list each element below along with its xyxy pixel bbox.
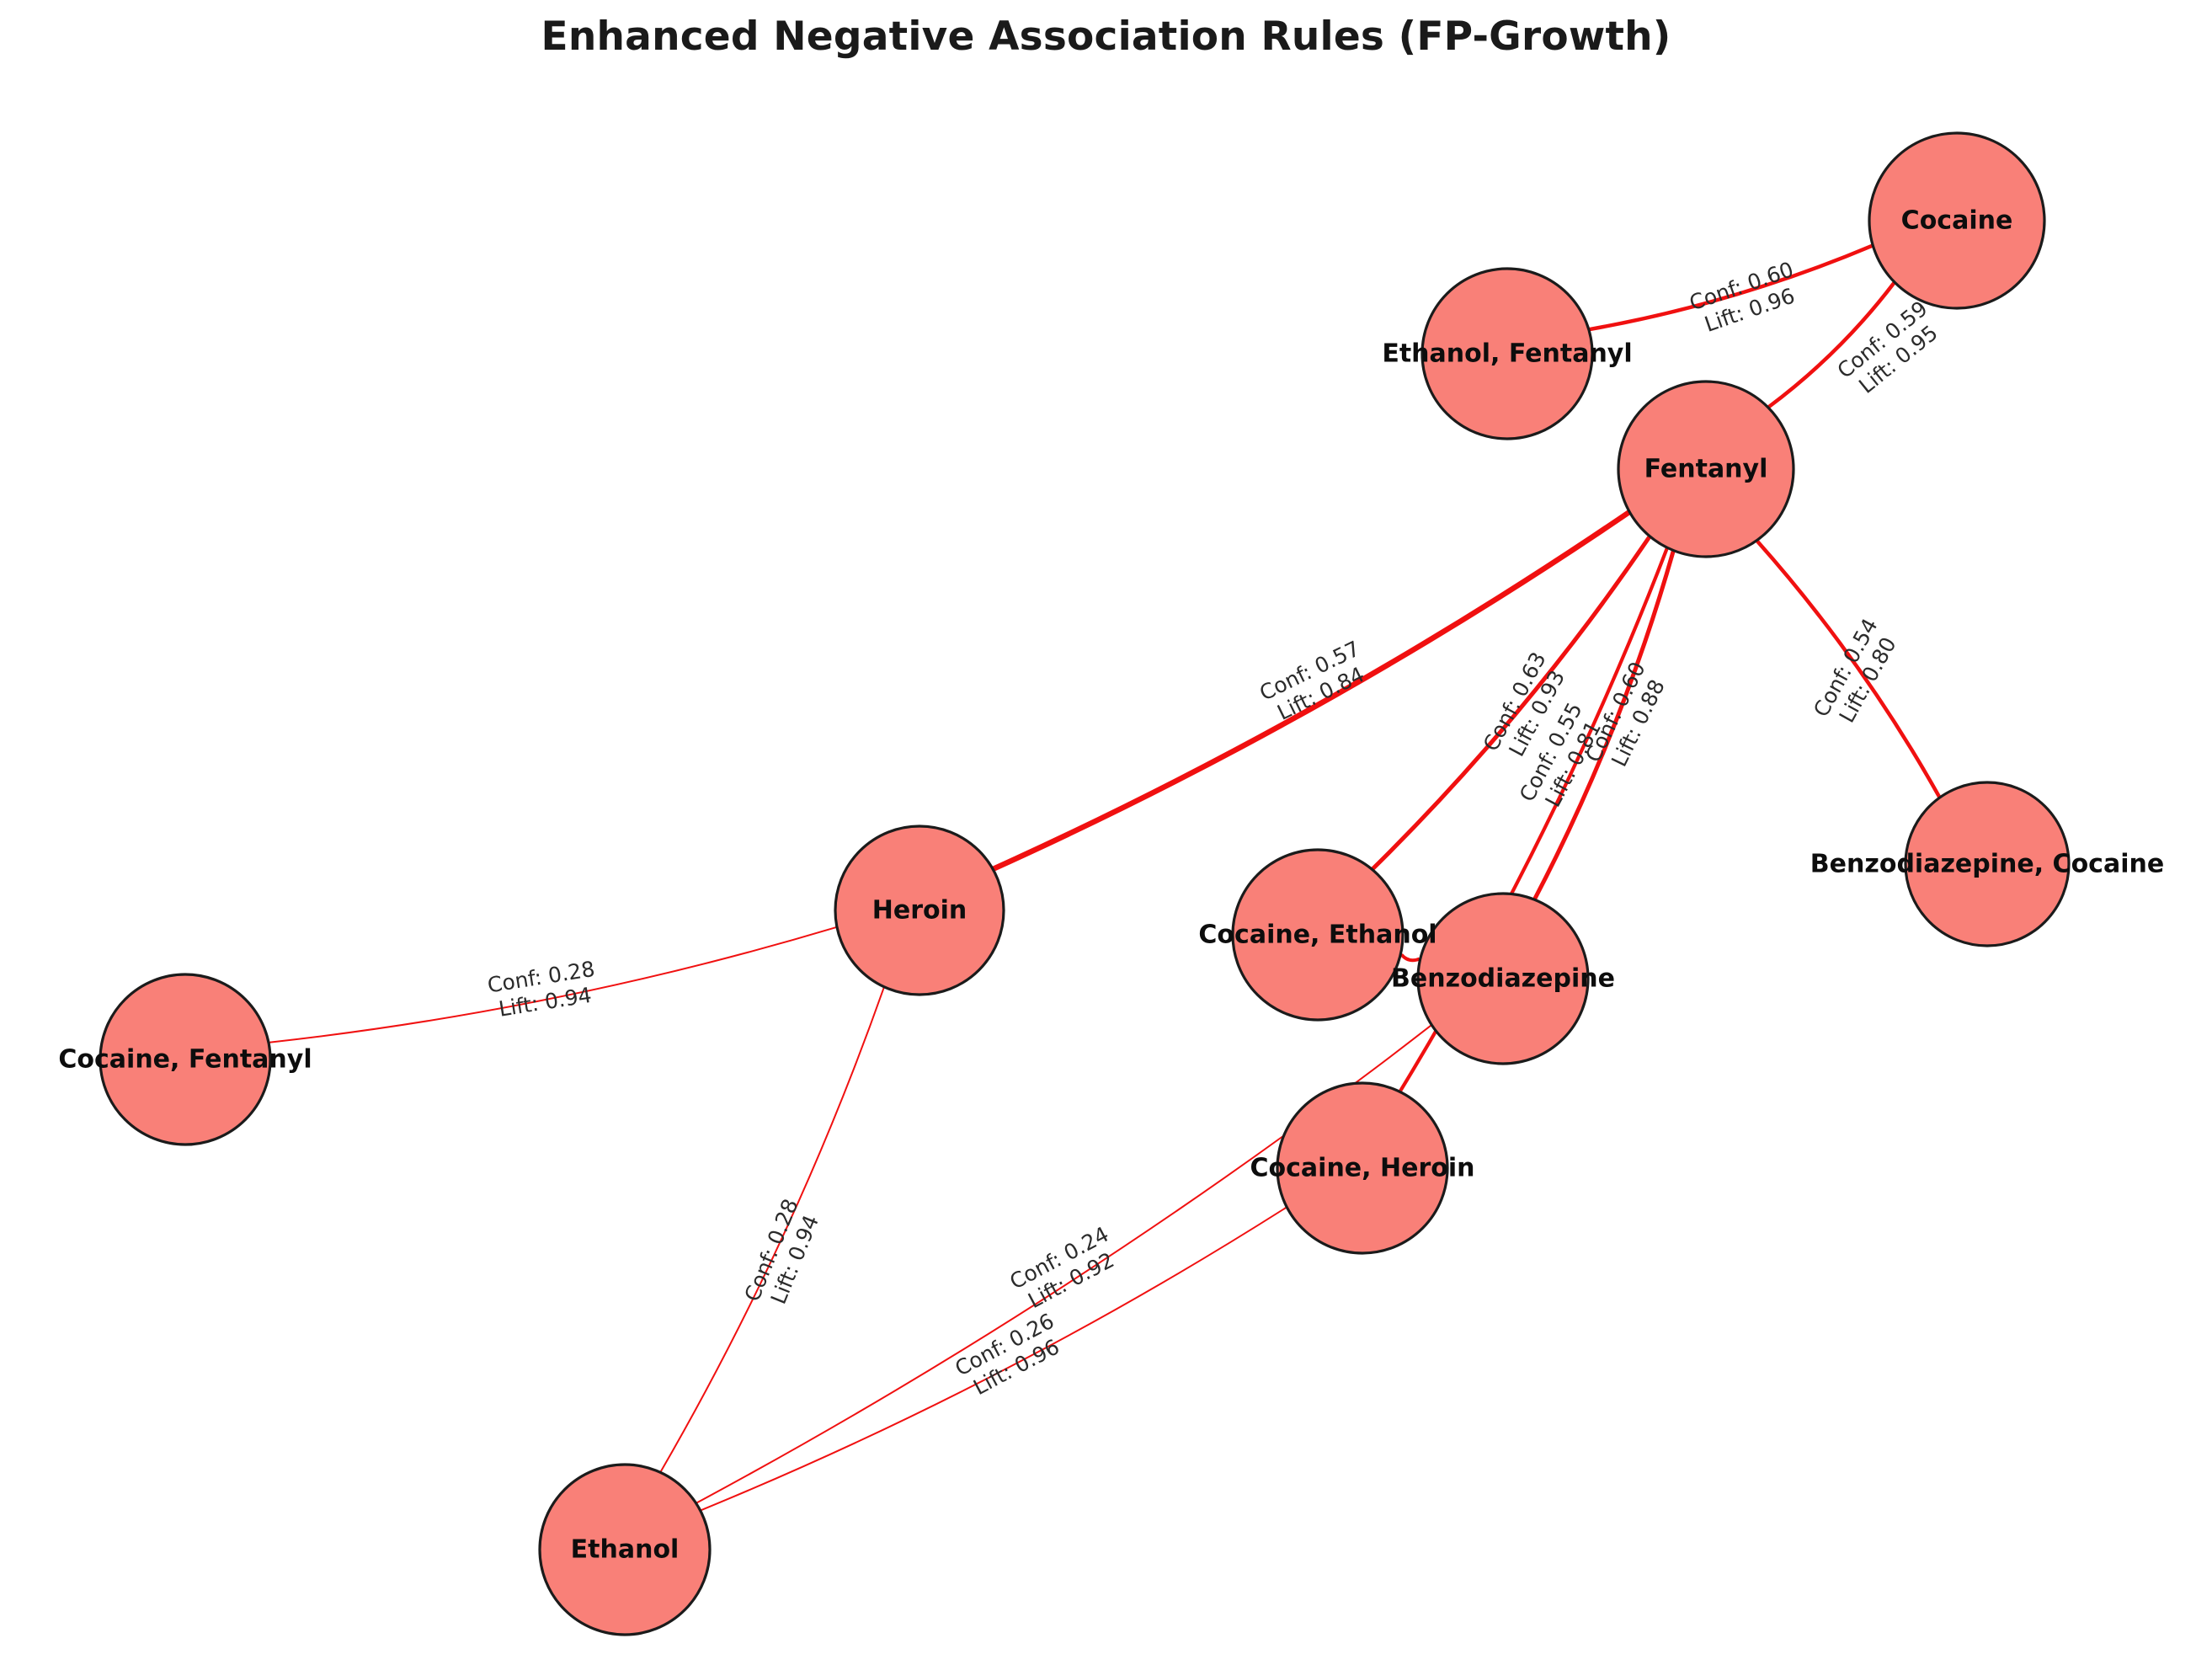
- graph-edge: [1756, 540, 1942, 798]
- graph-node-heroin[interactable]: [834, 824, 1005, 996]
- graph-edge: [269, 926, 837, 1043]
- graph-node-benzodiazepine_cocaine[interactable]: [1904, 781, 2071, 947]
- graph-node-ethanol_fentanyl[interactable]: [1420, 267, 1594, 440]
- graph-node-cocaine_fentanyl[interactable]: [99, 973, 272, 1146]
- graph-node-cocaine_heroin[interactable]: [1276, 1081, 1449, 1255]
- graph-edge: [701, 1207, 1287, 1512]
- graph-node-cocaine[interactable]: [1868, 131, 2046, 310]
- graph-edge: [1532, 550, 1676, 900]
- graph-edge: [1371, 536, 1651, 871]
- page-title: Enhanced Negative Association Rules (FP-…: [541, 13, 1671, 60]
- graph-edge: [992, 510, 1631, 872]
- graph-node-ethanol[interactable]: [538, 1463, 712, 1636]
- graph-node-cocaine_ethanol[interactable]: [1231, 848, 1404, 1022]
- graph-edge: [1589, 243, 1874, 332]
- graph-edge: [659, 987, 885, 1472]
- graph-node-fentanyl[interactable]: [1617, 380, 1795, 558]
- graph-edge: [1399, 953, 1420, 963]
- graph-node-benzodiazepine[interactable]: [1416, 892, 1590, 1065]
- graph-edge: [1767, 281, 1896, 408]
- nodes-layer: [99, 131, 2071, 1636]
